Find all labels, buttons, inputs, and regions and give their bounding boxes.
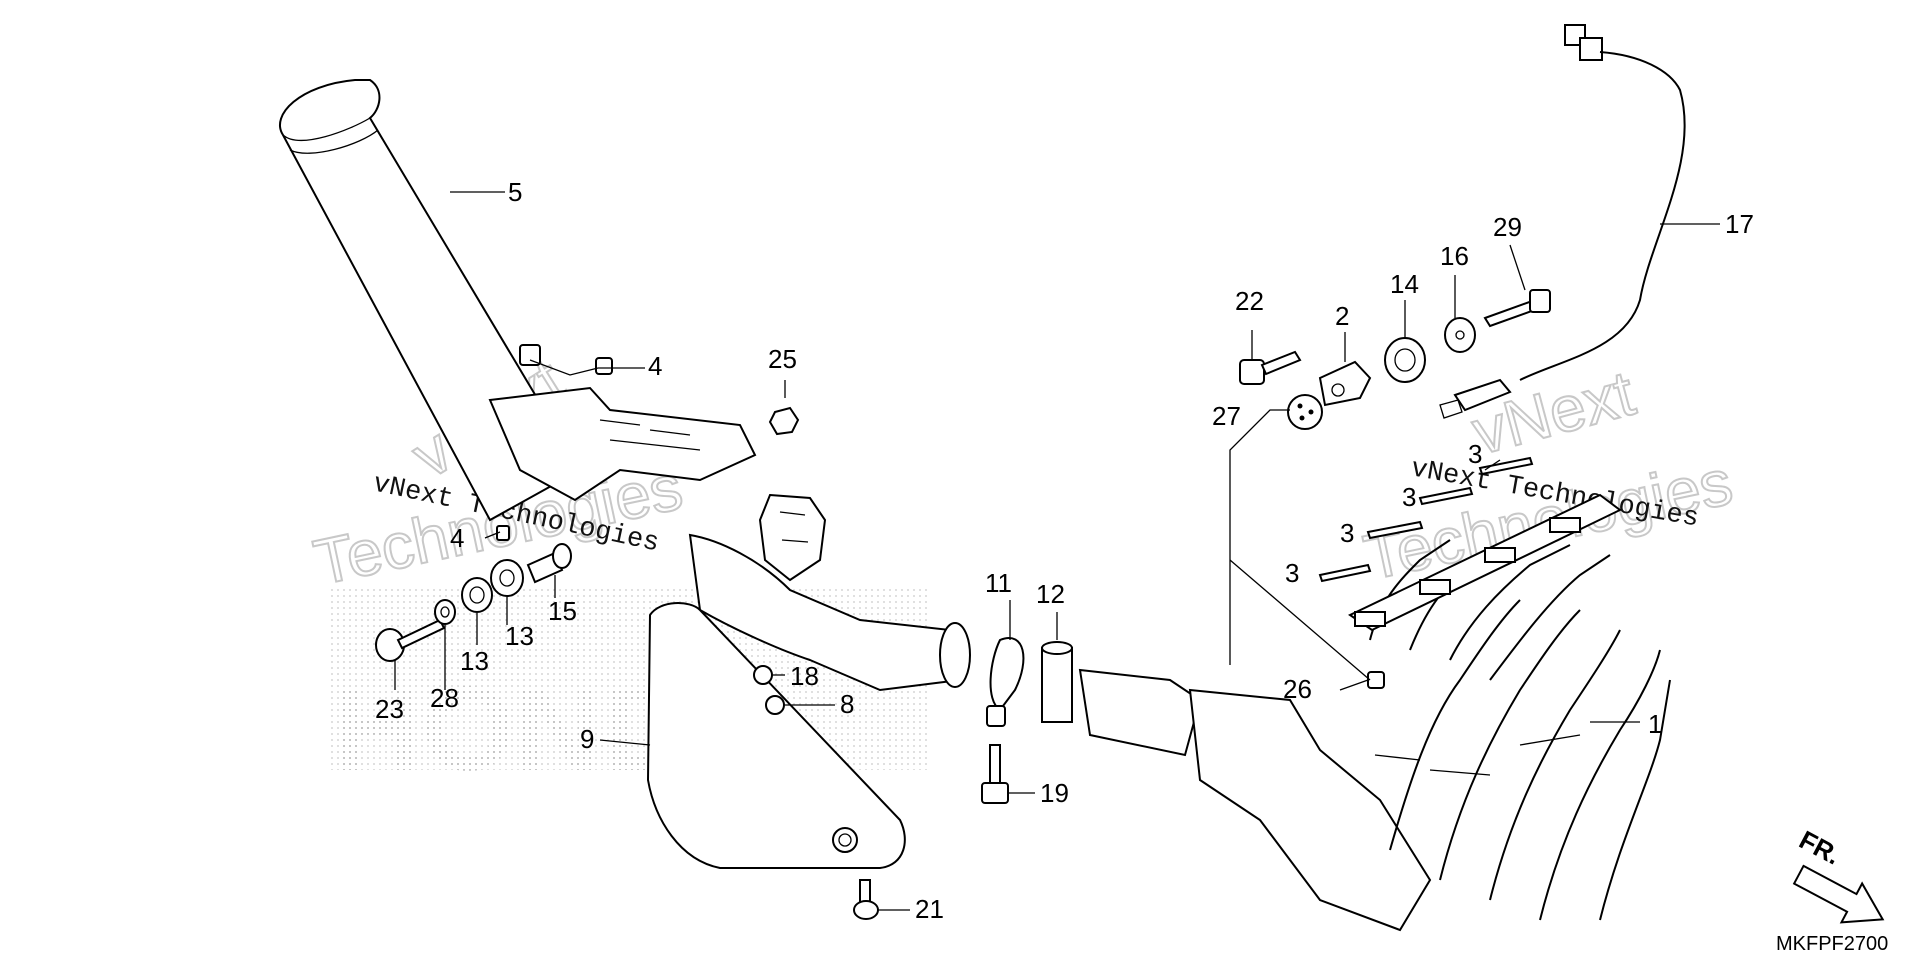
muffler-icon bbox=[279, 79, 757, 522]
callout-19: 19 bbox=[1040, 778, 1069, 808]
bolt-icon bbox=[1483, 289, 1551, 328]
gasket-icon bbox=[1287, 394, 1323, 430]
callout-13: 13 bbox=[505, 621, 534, 651]
grommet-icon bbox=[461, 577, 493, 613]
callout-labels: 1 2 3 3 3 3 4 4 5 8 9 11 12 13 13 14 15 … bbox=[375, 177, 1754, 924]
callout-21: 21 bbox=[915, 894, 944, 924]
callout-12: 12 bbox=[1036, 579, 1065, 609]
callout-16: 16 bbox=[1440, 241, 1469, 271]
front-arrow-icon: FR. bbox=[1792, 824, 1885, 924]
callout-18: 18 bbox=[790, 661, 819, 691]
collar-icon bbox=[1384, 337, 1426, 383]
heat-shield-icon bbox=[646, 602, 906, 869]
callout-15: 15 bbox=[548, 596, 577, 626]
nut-icon bbox=[1367, 671, 1385, 689]
callout-17: 17 bbox=[1725, 209, 1754, 239]
callout-22: 22 bbox=[1235, 286, 1264, 316]
callout-11: 11 bbox=[985, 568, 1012, 598]
collar-icon bbox=[526, 543, 572, 584]
band-clamp-icon bbox=[986, 637, 1025, 727]
callout-9: 9 bbox=[580, 724, 594, 754]
callout-3: 3 bbox=[1285, 558, 1299, 588]
callout-4: 4 bbox=[648, 351, 662, 381]
callout-3: 3 bbox=[1340, 518, 1354, 548]
leader-lines bbox=[394, 191, 1720, 911]
bolt-icon bbox=[375, 618, 446, 662]
gasket-icon bbox=[1041, 641, 1073, 723]
callout-27: 27 bbox=[1212, 401, 1241, 431]
callout-8: 8 bbox=[840, 689, 854, 719]
callout-14: 14 bbox=[1390, 269, 1419, 299]
diagram-code: MKFPF2700 bbox=[1776, 933, 1888, 955]
callout-5: 5 bbox=[508, 177, 522, 207]
nut-icon bbox=[768, 406, 800, 436]
o2-sensor-icon bbox=[1439, 24, 1686, 419]
callout-23: 23 bbox=[375, 694, 404, 724]
bolt-icon bbox=[853, 879, 879, 920]
exhaust-manifold-icon bbox=[1078, 493, 1671, 932]
callout-28: 28 bbox=[430, 683, 459, 713]
sensor-mount-icon bbox=[1318, 360, 1372, 407]
washer-icon bbox=[434, 599, 456, 625]
callout-3: 3 bbox=[1468, 439, 1482, 469]
grommet-icon bbox=[496, 344, 613, 541]
bolt-icon bbox=[1239, 350, 1302, 385]
washer-icon bbox=[753, 665, 773, 685]
callout-25: 25 bbox=[768, 344, 797, 374]
callout-4: 4 bbox=[450, 523, 464, 553]
bolt-icon bbox=[981, 744, 1009, 804]
callout-13: 13 bbox=[460, 646, 489, 676]
washer-icon bbox=[765, 695, 785, 715]
watermark-brand-3: vNext bbox=[1465, 357, 1642, 469]
pin-icon bbox=[1318, 456, 1534, 583]
exhaust-pipe-icon bbox=[688, 493, 971, 692]
front-marker-label: FR. bbox=[1794, 824, 1845, 870]
flange-icon bbox=[1444, 317, 1476, 353]
callout-26: 26 bbox=[1283, 674, 1312, 704]
callout-2: 2 bbox=[1335, 301, 1349, 331]
callout-29: 29 bbox=[1493, 212, 1522, 242]
callout-3: 3 bbox=[1402, 482, 1416, 512]
grommet-icon bbox=[490, 559, 524, 597]
callout-1: 1 bbox=[1648, 709, 1662, 739]
